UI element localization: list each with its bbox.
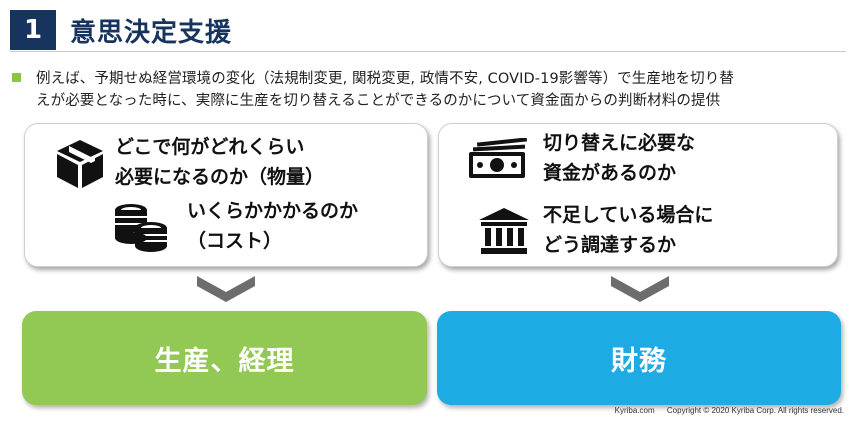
procure-line-1: 不足している場合に [543, 204, 714, 226]
cost-line-2: （コスト） [187, 230, 283, 252]
finance-card: 切り替えに必要な 資金があるのか 不足している場合に どう調達するか [438, 123, 838, 267]
quantity-line-1: どこで何がどれくらい [115, 136, 305, 158]
footer: Kyriba.com Copyright © 2020 Kyriba Corp.… [605, 406, 844, 415]
chevron-down-icon [611, 276, 669, 302]
cash-icon [469, 138, 528, 178]
bullet-line-1: 例えば、予期せぬ経営環境の変化（法規制変更, 関税変更, 政情不安, COVID… [36, 71, 734, 87]
production-accounting-bar: 生産、経理 [22, 311, 427, 405]
chevron-down-icon [197, 276, 255, 302]
coins-icon [115, 204, 167, 252]
bullet-point: 例えば、予期せぬ経営環境の変化（法規制変更, 関税変更, 政情不安, COVID… [12, 68, 848, 112]
bank-icon [479, 208, 529, 254]
cost-line-1: いくらかかかるのか [187, 200, 359, 222]
bullet-text: 例えば、予期せぬ経営環境の変化（法規制変更, 関税変更, 政情不安, COVID… [36, 68, 848, 112]
procure-line-2: どう調達するか [543, 234, 677, 256]
slide-title: 意思決定支援 [70, 17, 233, 48]
footer-copyright: Copyright © 2020 Kyriba Corp. All rights… [666, 406, 844, 415]
footer-site: Kyriba.com [614, 406, 655, 415]
title-divider [10, 51, 846, 52]
funds-line-2: 資金があるのか [543, 162, 677, 184]
bullet-line-2: えが必要となった時に、実際に生産を切り替えることができるのかについて資金面からの… [36, 93, 721, 109]
funds-line-1: 切り替えに必要な [543, 132, 696, 154]
finance-bar: 財務 [437, 311, 841, 405]
bullet-square-icon [12, 73, 21, 82]
production-card: どこで何がどれくらい 必要になるのか（物量） いくらかかかるのか （コスト） [24, 123, 428, 267]
slide-header: 1 意思決定支援 [10, 10, 232, 50]
section-number: 1 [10, 10, 56, 50]
box-icon [57, 140, 103, 188]
quantity-line-2: 必要になるのか（物量） [115, 166, 325, 188]
